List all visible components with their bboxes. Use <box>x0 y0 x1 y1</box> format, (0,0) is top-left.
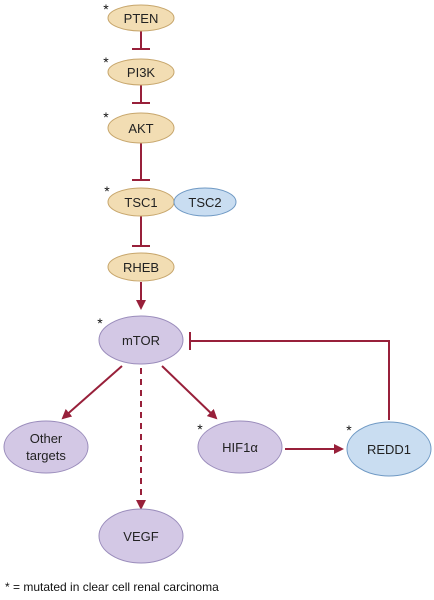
node-label-pten: PTEN <box>124 11 159 26</box>
inhibition-edge-tsc1-rheb <box>132 215 150 247</box>
node-label-tsc2: TSC2 <box>188 195 221 210</box>
node-label-redd1: REDD1 <box>367 442 411 457</box>
node-label-tsc1: TSC1 <box>124 195 157 210</box>
mutation-marker-redd1: * <box>346 422 352 438</box>
inhibition-edge-redd1-mtor <box>189 332 390 420</box>
node-label-akt: AKT <box>128 121 153 136</box>
node-akt: AKT * <box>103 109 175 144</box>
mutation-marker-pi3k: * <box>103 54 109 70</box>
node-pten: PTEN * <box>103 1 175 32</box>
mutation-marker-akt: * <box>103 109 109 125</box>
activation-edge-mtor-hif1a <box>161 365 218 420</box>
node-other-targets: Other targets <box>3 420 89 474</box>
mutation-marker-hif1a: * <box>197 421 203 437</box>
footnote: * = mutated in clear cell renal carcinom… <box>5 580 219 594</box>
node-label-other-targets-line2: targets <box>26 448 66 463</box>
node-mtor: mTOR * <box>97 315 184 365</box>
mutation-marker-pten: * <box>103 1 109 17</box>
node-label-pi3k: PI3K <box>127 65 156 80</box>
node-hif1a: HIF1α * <box>197 420 283 474</box>
inhibition-edge-pten-pi3k <box>132 30 150 50</box>
mutation-marker-tsc1: * <box>104 183 110 199</box>
node-label-vegf: VEGF <box>123 529 158 544</box>
mutation-marker-mtor: * <box>97 315 103 331</box>
activation-edge-mtor-other-targets <box>61 365 123 420</box>
inhibition-edge-pi3k-akt <box>132 84 150 104</box>
node-label-other-targets-line1: Other <box>30 431 63 446</box>
node-rheb: RHEB <box>107 252 175 282</box>
node-vegf: VEGF <box>98 508 184 564</box>
node-label-hif1a: HIF1α <box>222 440 258 455</box>
node-label-mtor: mTOR <box>122 333 160 348</box>
inhibition-edge-akt-tsc1 <box>132 143 150 181</box>
node-redd1: REDD1 * <box>346 421 432 477</box>
node-tsc2: TSC2 <box>173 187 237 217</box>
node-label-rheb: RHEB <box>123 260 159 275</box>
node-pi3k: PI3K * <box>103 54 175 86</box>
node-tsc1: TSC1 * <box>104 183 175 217</box>
